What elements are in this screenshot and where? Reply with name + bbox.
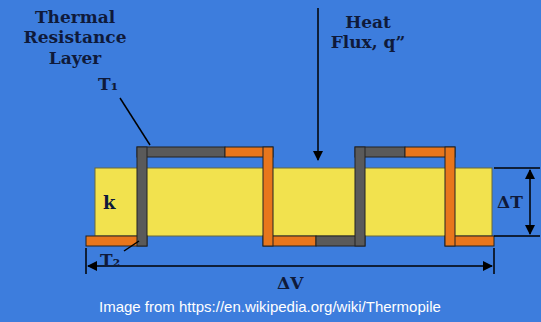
layer-symbol: k bbox=[103, 192, 115, 213]
dimension-label: ΔV bbox=[277, 273, 303, 293]
junction-label: T₂ bbox=[100, 250, 120, 270]
thermal-resistance-layer bbox=[95, 168, 492, 236]
heat-flux-label: Heat Flux, q” bbox=[323, 12, 413, 53]
layer-label: Thermal Resistance Layer bbox=[10, 7, 140, 68]
image-caption: Image from https://en.wikipedia.org/wiki… bbox=[99, 298, 441, 315]
dimension-label: ΔT bbox=[497, 192, 523, 212]
annotation-lines bbox=[86, 8, 540, 274]
junction-label: T₁ bbox=[98, 74, 118, 94]
thermocouple-strips bbox=[86, 147, 494, 246]
resistance-layer: k bbox=[95, 168, 492, 236]
